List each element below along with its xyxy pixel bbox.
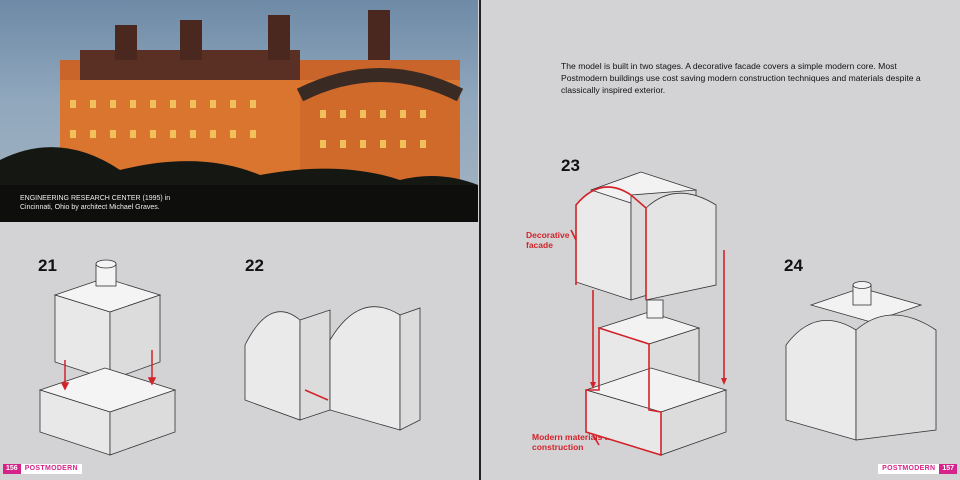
page-number: 156 xyxy=(3,464,21,474)
label-modern-core: Modern materials and construction xyxy=(532,432,620,452)
section-title: POSTMODERN xyxy=(20,464,82,474)
step-number-21: 21 xyxy=(38,256,57,275)
book-spine xyxy=(479,0,481,480)
step-number-24: 24 xyxy=(784,256,803,275)
intro-text: The model is built in two stages. A deco… xyxy=(561,61,921,95)
left-page: ENGINEERING RESEARCH CENTER (1995) in Ci… xyxy=(0,0,479,480)
right-page: The model is built in two stages. A deco… xyxy=(481,0,960,480)
footer-left: 156 POSTMODERN xyxy=(3,464,82,474)
section-title: POSTMODERN xyxy=(878,464,940,474)
photo-illustration xyxy=(0,10,478,222)
lego-steps-21-22 xyxy=(38,259,421,456)
building-photo: ENGINEERING RESEARCH CENTER (1995) in Ci… xyxy=(0,0,478,222)
lego-steps-23-24 xyxy=(570,171,937,457)
photo-caption: ENGINEERING RESEARCH CENTER (1995) in Ci… xyxy=(20,195,171,211)
label-decorative-facade: Decorative facade xyxy=(526,230,570,250)
page-number: 157 xyxy=(939,464,957,474)
footer-right: POSTMODERN 157 xyxy=(878,464,957,474)
step-number-22: 22 xyxy=(245,256,264,275)
step-number-23: 23 xyxy=(561,156,580,175)
